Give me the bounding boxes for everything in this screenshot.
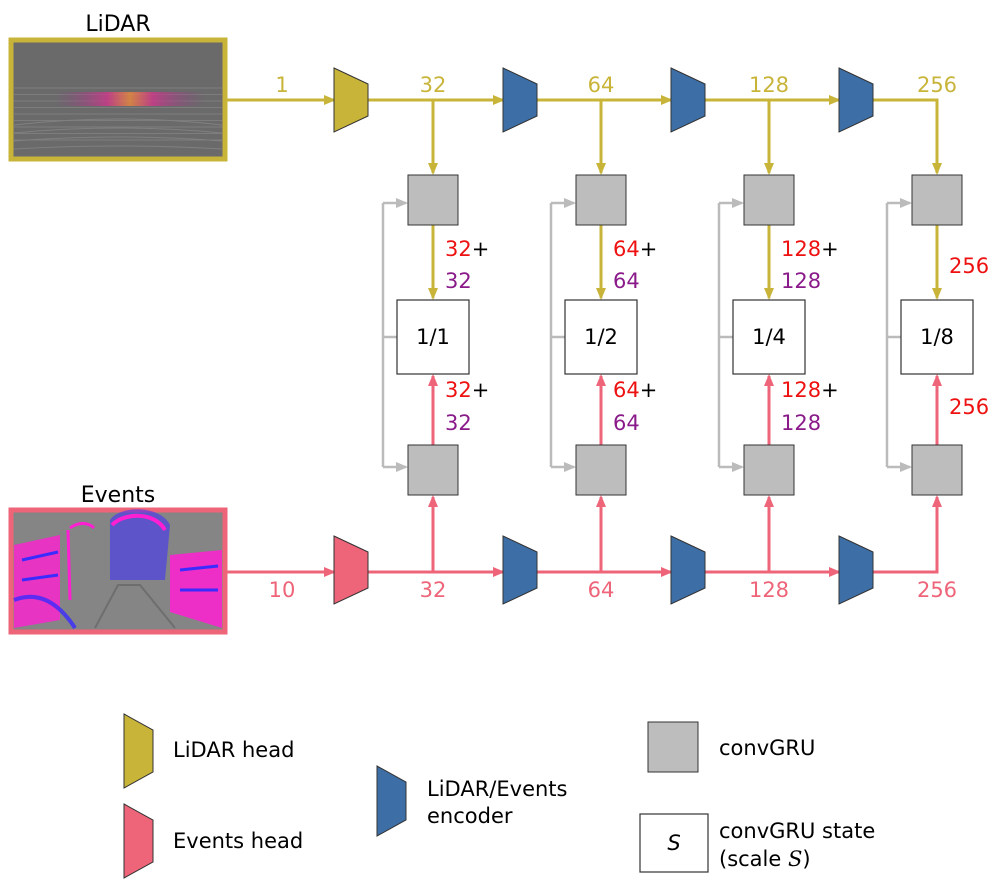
lidar-channels-label: 256 — [917, 73, 957, 97]
events-fusion-channels-purple: 64 — [613, 411, 640, 435]
convgru-state-box — [732, 299, 806, 375]
convgru-state-scale-label: 1/4 — [752, 325, 786, 349]
lidar-input-channels: 1 — [275, 73, 288, 97]
lidar-fusion-channels-purple: 32 — [445, 269, 472, 293]
lidar-fusion-channels-purple: 128 — [781, 269, 821, 293]
legend-state-symbol — [639, 813, 709, 873]
lidar-fusion-channels-label: 32+ — [445, 237, 489, 261]
legend-events-head: Events head — [123, 803, 303, 879]
events-fusion-channels-label: 128+ — [781, 378, 839, 402]
lidar-fusion-channels-label: 128+ — [781, 237, 839, 261]
events-fusion-channels-purple: 128 — [781, 411, 821, 435]
legend-convgru-label: convGRU — [719, 736, 815, 760]
convgru-state-scale-label: 1/8 — [920, 325, 954, 349]
convgru-state-box — [900, 299, 974, 375]
lidar-convgru-box — [911, 174, 963, 226]
events-fusion-channels-label: 256 — [949, 395, 989, 419]
legend-lidar-head-symbol — [123, 713, 154, 789]
lidar-fusion-channels-label: 256 — [949, 254, 989, 278]
legend-convgru-state: S convGRU state (scale S) — [639, 813, 875, 873]
events-convgru-box — [575, 444, 627, 496]
legend-convgru-symbol — [647, 721, 699, 773]
convgru-state-scale-label: 1/2 — [584, 325, 618, 349]
legend-convgru: convGRU — [647, 721, 815, 773]
events-fusion-channels-purple: 32 — [445, 411, 472, 435]
lidar-encoder-block — [502, 67, 538, 133]
convgru-state-scale-label: 1/1 — [416, 325, 450, 349]
events-fusion-channels-label: 32+ — [445, 378, 489, 402]
legend-lidar-head-label: LiDAR head — [173, 738, 294, 762]
events-head-block — [333, 535, 369, 605]
lidar-encoder-block — [838, 67, 874, 133]
legend-events-head-label: Events head — [173, 829, 303, 853]
lidar-convgru-box — [407, 174, 459, 226]
legend-events-head-symbol — [123, 803, 154, 879]
legend-encoder-label-line1: LiDAR/Events — [427, 777, 567, 801]
lidar-ground-ring — [13, 145, 223, 150]
events-channels-label: 128 — [749, 578, 789, 602]
legend-state-label-line2: (scale S) — [719, 847, 811, 871]
lidar-channels-label: 64 — [588, 73, 615, 97]
events-convgru-box — [911, 444, 963, 496]
lidar-input-title: LiDAR — [85, 12, 150, 37]
events-channels-label: 256 — [917, 578, 957, 602]
events-encoder-block — [670, 535, 706, 605]
events-channels-label: 32 — [420, 578, 447, 602]
lidar-ground-ring — [13, 127, 223, 134]
legend-encoder-label-line2: encoder — [427, 804, 513, 828]
lidar-convgru-box — [575, 174, 627, 226]
lidar-convgru-box — [743, 174, 795, 226]
convgru-state-box — [564, 299, 638, 375]
events-input-image — [8, 507, 228, 635]
lidar-ground-ring — [13, 118, 223, 126]
events-input-title: Events — [81, 483, 156, 508]
lidar-fusion-channels-purple: 64 — [613, 269, 640, 293]
legend-state-symbol-letter: S — [667, 831, 680, 855]
lidar-input-image — [8, 37, 228, 162]
legend-lidar-head: LiDAR head — [123, 713, 294, 789]
legend: LiDAR head Events head LiDAR/Events enco… — [123, 713, 875, 879]
lidar-channels-label: 32 — [420, 73, 447, 97]
lidar-channels-label: 128 — [749, 73, 789, 97]
events-convgru-box — [407, 444, 459, 496]
convgru-state-box — [396, 299, 470, 375]
events-encoder-block — [502, 535, 538, 605]
legend-encoder: LiDAR/Events encoder — [376, 765, 567, 837]
events-convgru-box — [743, 444, 795, 496]
events-arrow-256 — [873, 495, 942, 574]
legend-state-label-line1: convGRU state — [719, 819, 875, 843]
lidar-fusion-channels-label: 64+ — [613, 237, 657, 261]
legend-encoder-symbol — [376, 765, 407, 837]
lidar-arrow-256 — [873, 98, 942, 175]
events-channels-label: 64 — [588, 578, 615, 602]
lidar-ground-ring — [13, 136, 223, 142]
lidar-encoder-block — [670, 67, 706, 133]
events-fusion-channels-label: 64+ — [613, 378, 657, 402]
lidar-head-block — [333, 67, 369, 133]
events-input-channels: 10 — [269, 578, 296, 602]
events-encoder-block — [838, 535, 874, 605]
